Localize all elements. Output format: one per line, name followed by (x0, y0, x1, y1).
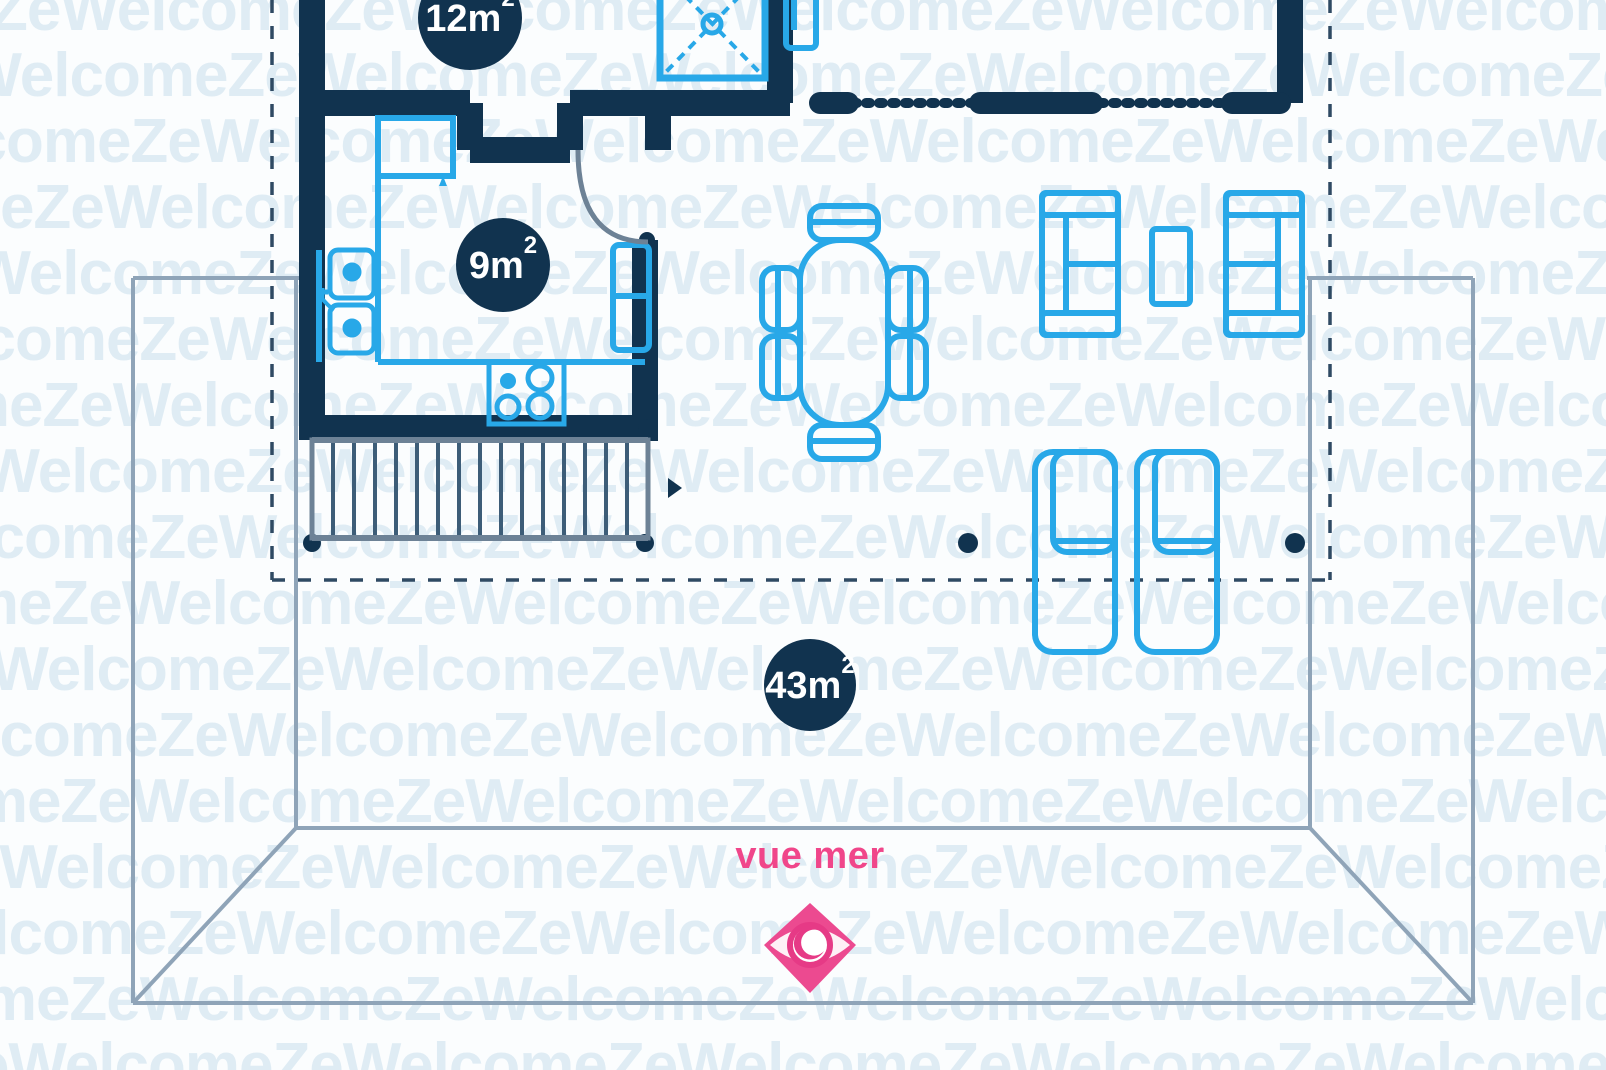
sea-view-label: vue mer (735, 835, 884, 877)
lounge-chair-left (1032, 449, 1118, 655)
watermark-row: ZeWelcomeZeWelcomeZeWelcomeZeWelcomeZeWe… (0, 0, 1606, 44)
area-badge: 12m2 (418, 0, 522, 70)
watermark-row: ZeWelcomeZeWelcomeZeWelcomeZeWelcomeZeWe… (0, 107, 1606, 176)
fridge-icon (610, 242, 652, 353)
area-badge: 9m2 (456, 218, 550, 312)
area-badge: 43m2 (764, 639, 856, 731)
stove-burners-icon (486, 359, 567, 427)
watermark-row: ZeWelcomeZeWelcomeZeWelcomeZeWelcomeZeWe… (0, 833, 1606, 902)
watermark-row: ZeWelcomeZeWelcomeZeWelcomeZeWelcomeZeWe… (0, 1031, 1606, 1070)
watermark-row: ZeWelcomeZeWelcomeZeWelcomeZeWelcomeZeWe… (0, 173, 1606, 242)
watermark-row: ZeWelcomeZeWelcomeZeWelcomeZeWelcomeZeWe… (0, 41, 1606, 110)
structural-walls (299, 0, 1303, 441)
sofa-right (1223, 190, 1305, 338)
watermark-row: ZeWelcomeZeWelcomeZeWelcomeZeWelcomeZeWe… (0, 503, 1606, 572)
area-badge-circle (764, 639, 856, 731)
stairs-icon (309, 437, 651, 541)
area-badges-layer: 12m2 9m2 43m2 (418, 0, 856, 731)
dashed-projection-lines (270, 0, 1332, 582)
shower-icon (656, 0, 769, 82)
stair-direction-arrow (668, 478, 682, 498)
terrace-outline (131, 276, 1475, 1005)
area-badge-label: 12m2 (425, 0, 514, 40)
area-badge-circle (456, 218, 550, 312)
watermark-row: ZeWelcomeZeWelcomeZeWelcomeZeWelcomeZeWe… (0, 437, 1606, 506)
sofa-left (1039, 190, 1121, 338)
area-badge-label: 9m2 (469, 232, 537, 288)
side-table-icon (1149, 226, 1193, 307)
dining-table-icon (759, 203, 929, 462)
eye-pin-icon (764, 903, 856, 993)
lounge-chair-right (1134, 449, 1220, 655)
toilet-icon (783, 0, 819, 51)
double-sink-icon (316, 247, 377, 356)
watermark-row: ZeWelcomeZeWelcomeZeWelcomeZeWelcomeZeWe… (0, 767, 1606, 836)
door-swing-icon (575, 149, 649, 245)
sea-view-annotation[interactable]: vue mer (735, 835, 884, 993)
area-badge-label: 43m2 (765, 652, 854, 708)
area-badge-circle (418, 0, 522, 70)
